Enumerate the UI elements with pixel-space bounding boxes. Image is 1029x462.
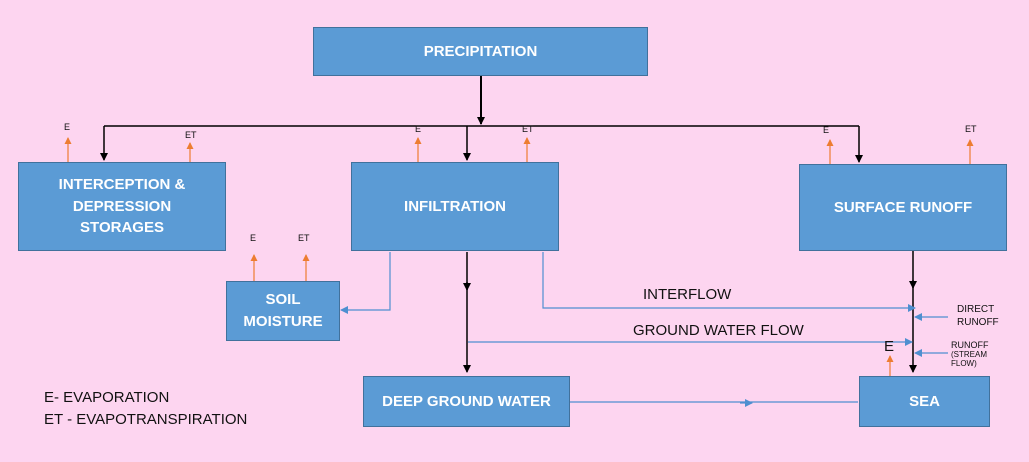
- runoff-stream-flow-label: RUNOFF (STREAM FLOW): [951, 340, 999, 368]
- et-tag-interception: ET: [185, 130, 197, 140]
- interception-box: INTERCEPTION & DEPRESSION STORAGES: [18, 162, 226, 251]
- e-tag-surface-runoff: E: [823, 125, 830, 135]
- e-tag-sea: E: [884, 338, 895, 355]
- legend: E- EVAPORATION ET - EVAPOTRANSPIRATION: [44, 387, 247, 431]
- precipitation-box: PRECIPITATION: [313, 27, 648, 76]
- et-tag-surface-runoff: ET: [965, 124, 977, 134]
- direct-runoff-label: DIRECT RUNOFF: [957, 303, 1017, 329]
- legend-evapotranspiration: ET - EVAPOTRANSPIRATION: [44, 410, 248, 428]
- surface-runoff-label: SURFACE RUNOFF: [833, 198, 973, 216]
- infiltration-to-soil-arrow: [340, 252, 391, 314]
- interflow-label: INTERFLOW: [643, 286, 732, 303]
- surface-runoff-box: SURFACE RUNOFF: [799, 164, 1007, 251]
- e-tag-interception: E: [64, 122, 71, 132]
- infiltration-label: INFILTRATION: [404, 197, 506, 215]
- soil-moisture-box: SOIL MOISTURE: [226, 281, 340, 341]
- e-tag-soil: E: [250, 233, 257, 243]
- runoff-text: RUNOFF: [951, 340, 989, 350]
- et-tag-soil: ET: [298, 233, 310, 243]
- interception-label: INTERCEPTION & DEPRESSION STORAGES: [58, 175, 186, 237]
- sea-box: SEA: [859, 376, 990, 427]
- direct-runoff-text: DIRECT RUNOFF: [957, 304, 999, 328]
- precipitation-label: PRECIPITATION: [423, 42, 538, 60]
- et-tag-infiltration: ET: [522, 124, 534, 134]
- interflow-arrow: [542, 252, 916, 312]
- deep-ground-water-label: DEEP GROUND WATER: [382, 392, 551, 410]
- infiltration-box: INFILTRATION: [351, 162, 559, 251]
- ground-water-flow-label: GROUND WATER FLOW: [633, 322, 804, 339]
- sea-label: SEA: [909, 392, 940, 410]
- soil-moisture-label: SOIL MOISTURE: [243, 291, 323, 330]
- stream-flow-text: (STREAM FLOW): [951, 350, 987, 369]
- deep-ground-water-box: DEEP GROUND WATER: [363, 376, 570, 427]
- e-tag-infiltration: E: [415, 124, 422, 134]
- legend-evaporation: E- EVAPORATION: [44, 389, 170, 406]
